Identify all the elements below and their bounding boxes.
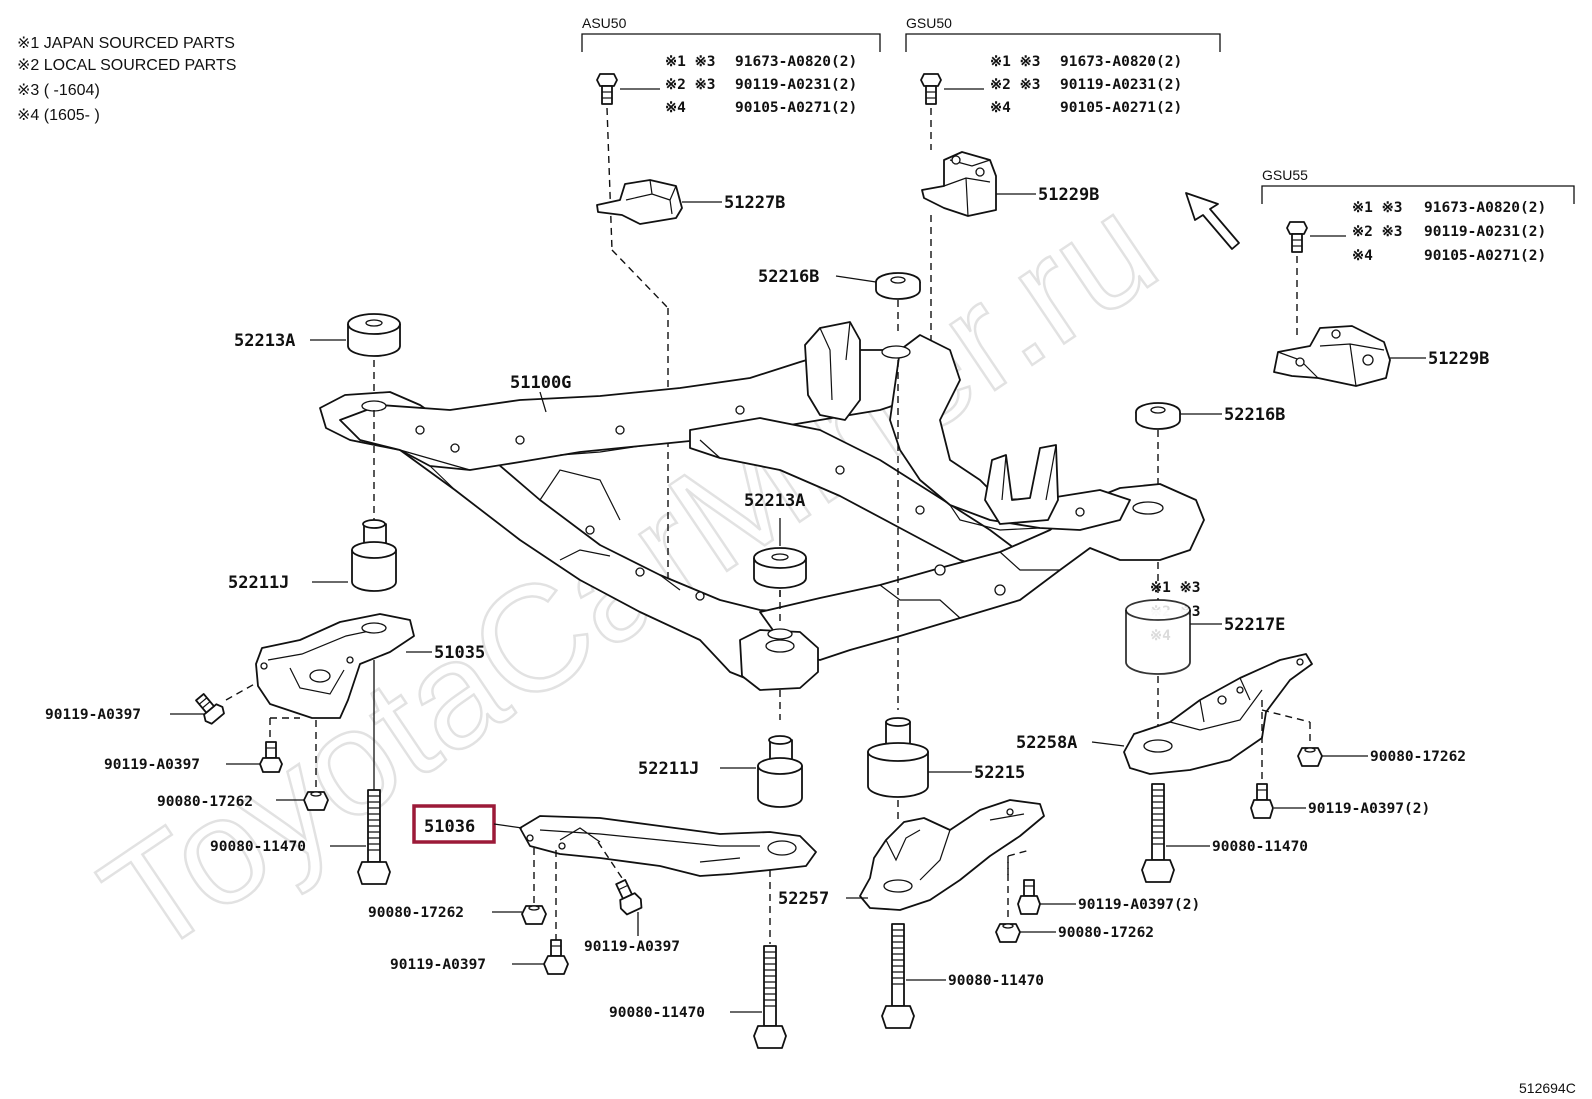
bushing-52211j-left xyxy=(351,519,397,592)
nut-icon xyxy=(1297,747,1323,767)
label-90119-a0397-2b: 90119-A0397(2) xyxy=(1308,801,1430,817)
gsu55-row1-marks: ※1 ※3 xyxy=(1352,200,1403,216)
brace-52258a xyxy=(1123,653,1313,775)
gsu50-row2-marks: ※2 ※3 xyxy=(990,77,1041,93)
label-51229b-right: 51229B xyxy=(1428,349,1489,369)
brace-51036 xyxy=(519,815,817,877)
label-51100g: 51100G xyxy=(510,373,571,393)
bracket-asu50 xyxy=(581,33,881,52)
bolt-icon xyxy=(920,73,942,105)
note-4: ※4 (1605- ) xyxy=(17,107,100,124)
bolt-icon xyxy=(1286,221,1308,253)
label-52213a-left: 52213A xyxy=(234,331,295,351)
label-90119-a0397-b: 90119-A0397 xyxy=(104,757,200,773)
label-52216b-right: 52216B xyxy=(1224,405,1285,425)
bracket-gsu55 xyxy=(1261,185,1575,204)
bolt-icon xyxy=(596,73,618,105)
bushing-52217e xyxy=(1125,599,1191,675)
bushing-52215 xyxy=(867,717,929,798)
stud-bolt-icon xyxy=(753,945,787,1049)
label-90080-11470-a: 90080-11470 xyxy=(210,839,306,855)
asu50-row3-marks: ※4 xyxy=(665,100,686,116)
notes-legend: ※1 JAPAN SOURCED PARTS ※2 LOCAL SOURCED … xyxy=(17,35,236,124)
label-52211j-left: 52211J xyxy=(228,573,289,593)
label-52216b-top: 52216B xyxy=(758,267,819,287)
subframe-51100g xyxy=(319,321,1205,691)
note-2: ※2 LOCAL SOURCED PARTS xyxy=(17,57,236,74)
gsu55-row3-part: 90105-A0271(2) xyxy=(1424,248,1546,264)
brace-51035 xyxy=(255,613,415,719)
label-52211j-mid: 52211J xyxy=(638,759,699,779)
gsu50-row3-marks: ※4 xyxy=(990,100,1011,116)
stud-bolt-icon xyxy=(357,789,391,885)
gsu50-row1-marks: ※1 ※3 xyxy=(990,54,1041,70)
side-mark-1: ※1 ※3 xyxy=(1150,580,1201,596)
insulator-52216b-right xyxy=(1135,402,1181,430)
nut-icon xyxy=(521,905,547,925)
engine-mount-51229b-top xyxy=(921,151,997,217)
label-52213a-mid: 52213A xyxy=(744,491,805,511)
label-90080-17262-d: 90080-17262 xyxy=(1370,749,1466,765)
label-52257: 52257 xyxy=(778,889,829,909)
group-asu50: ASU50 ※1 ※3 91673-A0820(2) ※2 ※3 90119-A… xyxy=(581,15,881,251)
label-90080-11470-d: 90080-11470 xyxy=(1212,839,1308,855)
label-51229b-top: 51229B xyxy=(1038,185,1099,205)
gsu50-row1-part: 91673-A0820(2) xyxy=(1060,54,1182,70)
label-90119-a0397-2a: 90119-A0397(2) xyxy=(1078,897,1200,913)
asu50-row3-part: 90105-A0271(2) xyxy=(735,100,857,116)
label-90119-a0397-c: 90119-A0397 xyxy=(390,957,486,973)
label-52258a: 52258A xyxy=(1016,733,1077,753)
figure-number: 512694C xyxy=(1519,1080,1576,1096)
asu50-row1-part: 91673-A0820(2) xyxy=(735,54,857,70)
label-90080-17262-b: 90080-17262 xyxy=(368,905,464,921)
label-90080-11470-c: 90080-11470 xyxy=(948,973,1044,989)
label-52215: 52215 xyxy=(974,763,1025,783)
bolt-icon xyxy=(1250,783,1274,819)
label-90080-11470-b: 90080-11470 xyxy=(609,1005,705,1021)
label-51035: 51035 xyxy=(434,643,485,663)
group-gsu55-label: GSU55 xyxy=(1262,167,1308,183)
label-90119-a0397-d: 90119-A0397 xyxy=(584,939,680,955)
gsu55-row3-marks: ※4 xyxy=(1352,248,1373,264)
brace-52257 xyxy=(859,799,1045,911)
bolt-icon xyxy=(543,939,569,975)
label-90080-17262-a: 90080-17262 xyxy=(157,794,253,810)
label-51227b: 51227B xyxy=(724,193,785,213)
gsu55-row2-part: 90119-A0231(2) xyxy=(1424,224,1546,240)
asu50-row1-marks: ※1 ※3 xyxy=(665,54,716,70)
group-asu50-label: ASU50 xyxy=(582,15,627,31)
nut-icon xyxy=(995,923,1021,943)
label-90080-17262-c: 90080-17262 xyxy=(1058,925,1154,941)
engine-mount-51229b-right xyxy=(1273,325,1391,387)
label-51036: 51036 xyxy=(424,817,475,837)
asu50-row2-part: 90119-A0231(2) xyxy=(735,77,857,93)
note-1: ※1 JAPAN SOURCED PARTS xyxy=(17,35,235,52)
engine-mount-bracket-51227b xyxy=(596,179,683,225)
asu50-row2-marks: ※2 ※3 xyxy=(665,77,716,93)
bolt-icon xyxy=(615,879,643,916)
gsu55-row2-marks: ※2 ※3 xyxy=(1352,224,1403,240)
label-90119-a0397-a: 90119-A0397 xyxy=(45,707,141,723)
bolt-icon xyxy=(195,693,225,725)
stud-bolt-icon xyxy=(881,923,915,1029)
bolt-icon xyxy=(1017,879,1041,915)
gsu55-row1-part: 91673-A0820(2) xyxy=(1424,200,1546,216)
group-gsu55: GSU55 ※1 ※3 91673-A0820(2) ※2 ※3 90119-A… xyxy=(1185,167,1575,387)
group-gsu50-label: GSU50 xyxy=(906,15,952,31)
bushing-52213a-left xyxy=(347,313,401,357)
stud-bolt-icon xyxy=(1141,783,1175,883)
bushing-52211j-mid xyxy=(757,735,803,808)
bushing-52213a-mid xyxy=(753,547,807,589)
bracket-gsu50 xyxy=(905,33,1221,52)
nut-icon xyxy=(303,791,329,811)
insulator-52216b-top xyxy=(875,272,921,300)
note-3: ※3 ( -1604) xyxy=(17,82,100,99)
label-52217e: 52217E xyxy=(1224,615,1285,635)
gsu50-row2-part: 90119-A0231(2) xyxy=(1060,77,1182,93)
front-arrow-icon xyxy=(1185,192,1240,250)
group-gsu50: GSU50 ※1 ※3 91673-A0820(2) ※2 ※3 90119-A… xyxy=(905,15,1221,217)
gsu50-row3-part: 90105-A0271(2) xyxy=(1060,100,1182,116)
